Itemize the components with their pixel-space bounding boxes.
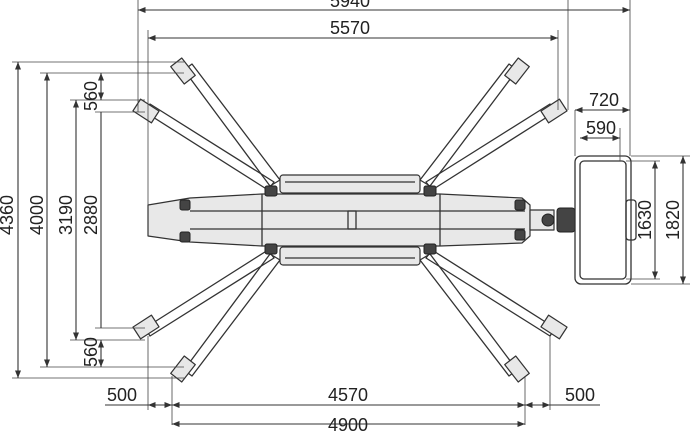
jib-rotator xyxy=(529,207,576,233)
dim-basket-depth-label: 590 xyxy=(586,118,616,138)
dim-pad-top-label: 560 xyxy=(81,81,101,111)
dim-outer-span-label: 4900 xyxy=(328,415,368,432)
dim-inner-span-label: 4570 xyxy=(328,385,368,405)
extension-lines xyxy=(12,0,690,425)
dimension-lines xyxy=(14,6,687,428)
dim-height-pads-label: 2880 xyxy=(81,195,101,235)
dim-overall-length-label: 5940 xyxy=(330,0,370,11)
dim-basket-width-outer-label: 1820 xyxy=(663,200,683,240)
machine-outline xyxy=(132,57,637,383)
dim-basket-offset-label: 720 xyxy=(589,90,619,110)
dim-height-outriggers-outer-label: 4000 xyxy=(27,195,47,235)
dim-basket-width-inner-label: 1630 xyxy=(635,200,655,240)
dim-height-outriggers-inner-label: 3190 xyxy=(56,195,76,235)
dim-right-offset-label: 500 xyxy=(565,385,595,405)
work-basket xyxy=(574,155,637,285)
dim-left-offset-label: 500 xyxy=(107,385,137,405)
dim-pad-bottom-label: 560 xyxy=(81,337,101,367)
dim-boom-length-label: 5570 xyxy=(330,18,370,38)
dim-height-total-label: 4360 xyxy=(0,195,17,235)
crawler-tracks xyxy=(279,174,421,266)
boom-chassis xyxy=(147,185,531,255)
